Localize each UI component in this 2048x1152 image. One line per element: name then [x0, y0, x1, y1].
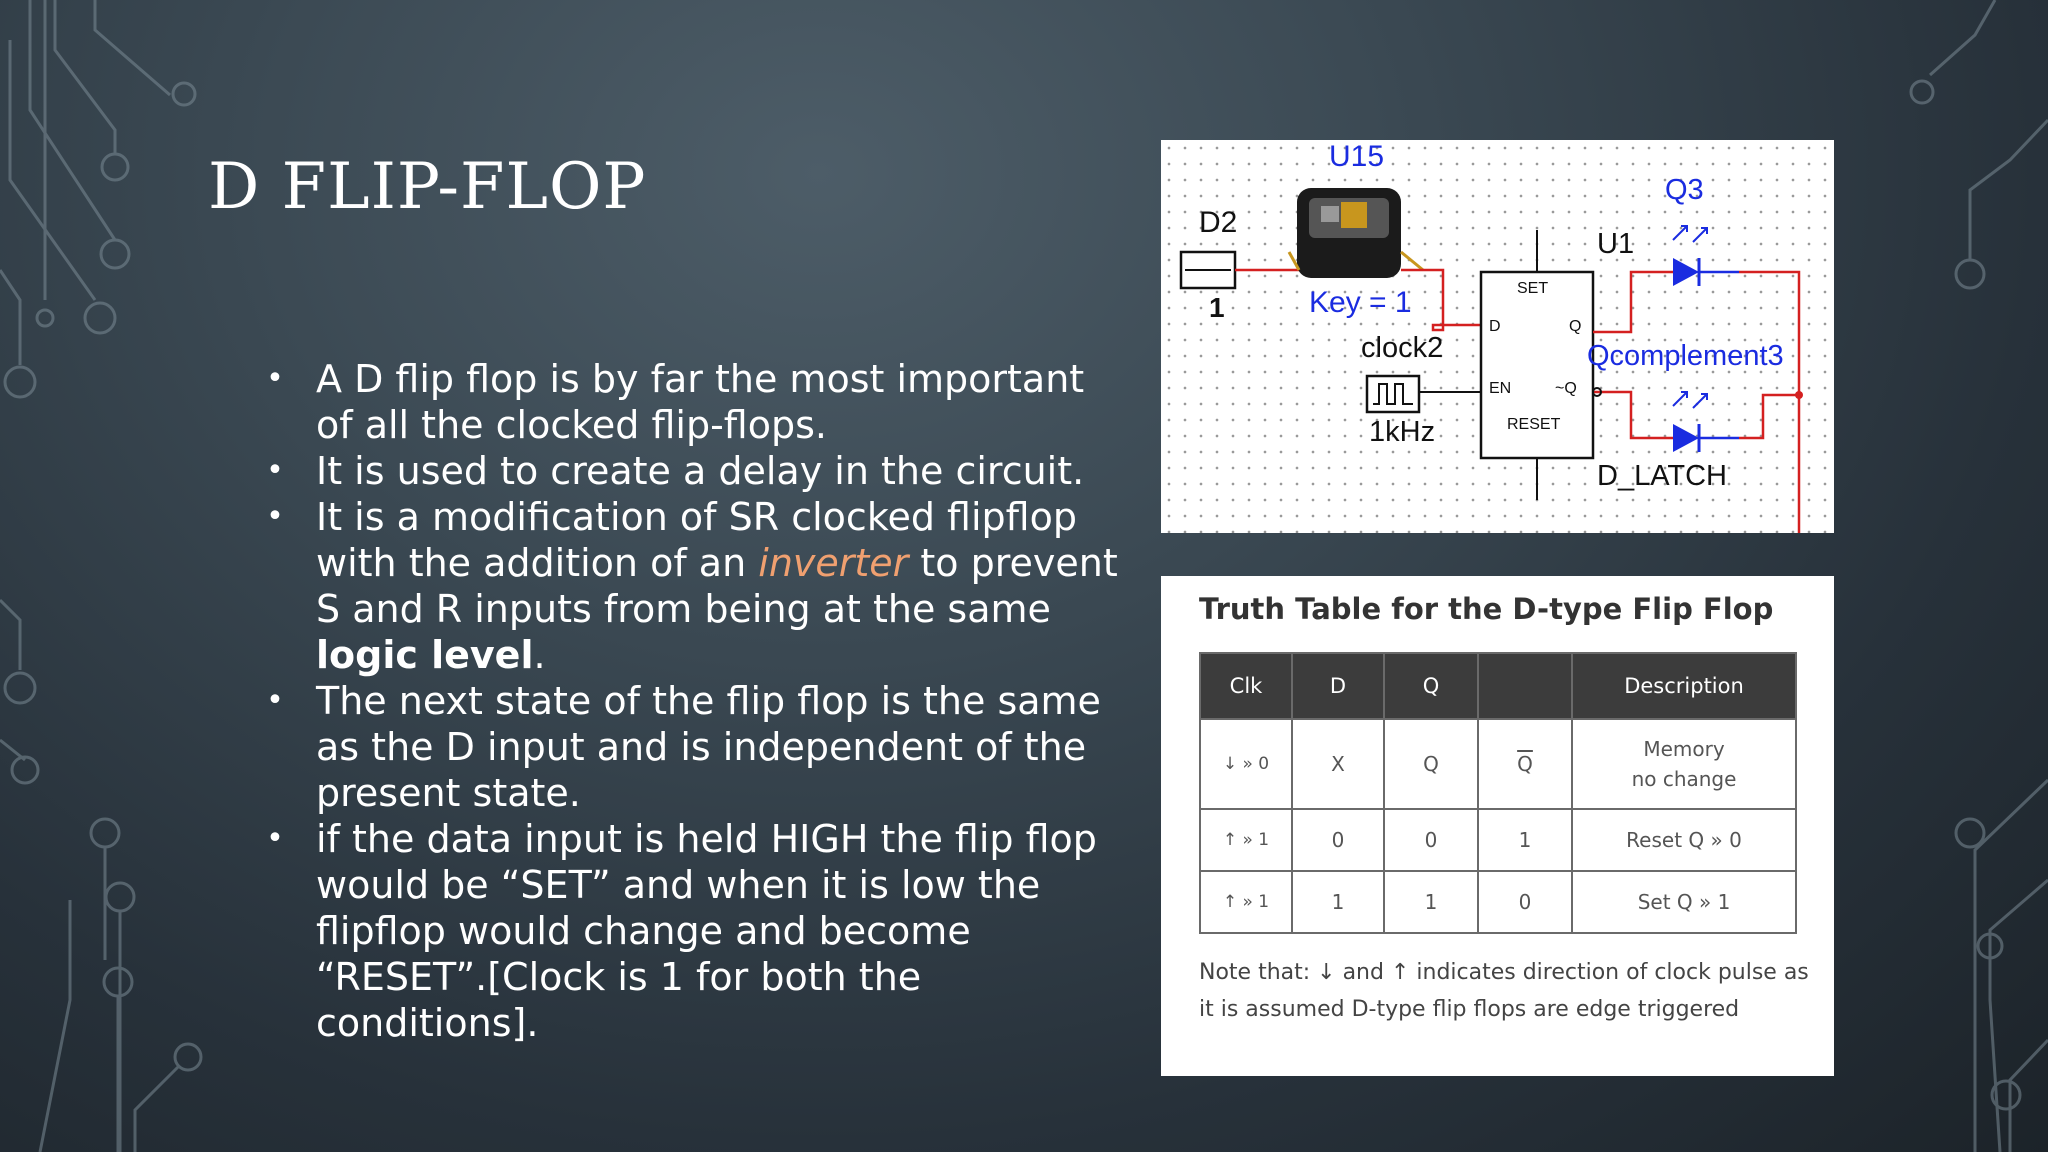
bullet-text: It is a modification of SR clocked flipf…: [316, 495, 1077, 585]
bullet-dot: •: [266, 361, 284, 396]
cell-q: 0: [1383, 808, 1479, 872]
description-line: Memory: [1643, 737, 1725, 761]
bullet-text: It is used to create a delay in the circ…: [316, 449, 1085, 493]
circuit-wires: [1179, 188, 1803, 533]
truth-table-panel: Truth Table for the D-type Flip Flop Clk…: [1161, 576, 1834, 1076]
bullet-text: A D flip flop is by far the most importa…: [316, 357, 1085, 447]
cell-description: Memory no change: [1571, 718, 1797, 810]
truth-table-title: Truth Table for the D-type Flip Flop: [1199, 592, 1774, 626]
u1-chip: [1479, 270, 1595, 460]
label-key: Key = 1: [1309, 286, 1412, 319]
bullet-dot: •: [266, 499, 284, 534]
label-clock: clock2: [1361, 332, 1444, 364]
pin-set: SET: [1517, 280, 1549, 297]
slide-title: D FLIP-FLOP: [208, 150, 647, 224]
bullet-text: The next state of the flip flop is the s…: [316, 679, 1101, 815]
pin-en: EN: [1489, 380, 1512, 397]
bullet-text: if the data input is held HIGH the flip …: [316, 817, 1097, 1045]
label-d2: D2: [1199, 206, 1238, 239]
bullet-item: • It is used to create a delay in the cir…: [260, 448, 1120, 494]
cell-q: 1: [1383, 870, 1479, 934]
cell-clk: ↓ » 0: [1199, 718, 1293, 810]
bullet-item: • A D flip flop is by far the most import…: [260, 356, 1120, 448]
bullet-dot: •: [266, 453, 284, 488]
table-row: ↑ » 1 0 0 1 Reset Q » 0: [1199, 808, 1797, 872]
pin-notq: ~Q: [1555, 380, 1577, 397]
inverter-highlight: inverter: [758, 541, 909, 585]
label-d2-value: 1: [1209, 292, 1225, 323]
label-u1: U1: [1597, 228, 1635, 260]
label-q3: Q3: [1665, 174, 1704, 206]
switch-icon: [1287, 188, 1424, 278]
truth-table-note: Note that: ↓ and ↑ indicates direction o…: [1199, 960, 1809, 1022]
pin-d: D: [1489, 318, 1501, 335]
label-freq: 1kHz: [1369, 416, 1436, 448]
pin-reset: RESET: [1507, 416, 1561, 433]
label-u15: U15: [1329, 140, 1385, 173]
logic-level-bold: logic level: [316, 633, 534, 677]
bullet-dot: •: [266, 821, 284, 856]
cell-qbar: 0: [1477, 870, 1573, 934]
circuit-diagram: U15 D2 1 Key = 1 clock2 1kHz U1 SET D Q …: [1161, 140, 1834, 533]
col-header: Clk: [1199, 652, 1293, 720]
pin-q: Q: [1569, 318, 1582, 335]
description-line: no change: [1631, 767, 1737, 791]
cell-qbar: Q: [1477, 718, 1573, 810]
led-q3-icon: [1672, 225, 1739, 286]
clock-source-icon: [1365, 374, 1421, 414]
cell-d: 0: [1291, 808, 1385, 872]
led-qcomplement-icon: [1672, 391, 1739, 452]
truth-table: Clk D Q Description ↓ » 0 X Q Q Memory no…: [1199, 652, 1797, 934]
table-row: ↓ » 0 X Q Q Memory no change: [1199, 718, 1797, 810]
cell-d: X: [1291, 718, 1385, 810]
cell-clk: ↑ » 1: [1199, 808, 1293, 872]
bullet-item: • It is a modification of SR clocked flip…: [260, 494, 1120, 678]
label-dlatch: D_LATCH: [1597, 460, 1727, 492]
cell-clk: ↑ » 1: [1199, 870, 1293, 934]
cell-q: Q: [1383, 718, 1479, 810]
cell-d: 1: [1291, 870, 1385, 934]
bullet-item: • The next state of the flip flop is the …: [260, 678, 1120, 816]
label-qcomplement: Qcomplement3: [1587, 340, 1784, 372]
cell-qbar: 1: [1477, 808, 1573, 872]
bullet-list: • A D flip flop is by far the most import…: [260, 356, 1120, 1046]
col-header: Q: [1383, 652, 1479, 720]
bullet-text-end: .: [533, 633, 546, 677]
bullet-dot: •: [266, 683, 284, 718]
col-header: [1477, 652, 1573, 720]
bullet-item: • if the data input is held HIGH the flip…: [260, 816, 1120, 1046]
col-header: Description: [1571, 652, 1797, 720]
cell-description: Reset Q » 0: [1571, 808, 1797, 872]
table-row: ↑ » 1 1 1 0 Set Q » 1: [1199, 870, 1797, 934]
col-header: D: [1291, 652, 1385, 720]
bullet-text: to prevent S and R inputs from being at …: [316, 541, 1118, 631]
cell-description: Set Q » 1: [1571, 870, 1797, 934]
